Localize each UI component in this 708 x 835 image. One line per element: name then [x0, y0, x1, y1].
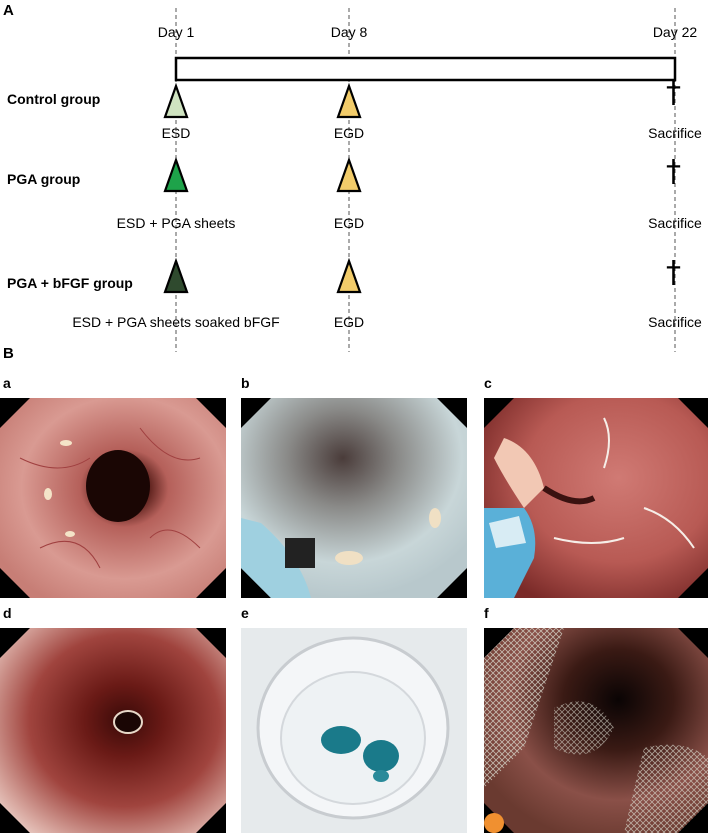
control-group-label: Control group [7, 91, 101, 107]
control-egd-marker-icon [336, 82, 362, 119]
pga-bfgf-sacrifice-label: Sacrifice [648, 314, 702, 330]
control-esd-label: ESD [161, 125, 191, 141]
endoscopy-image-f [484, 628, 708, 833]
panel-b-letter: B [3, 345, 14, 362]
endoscopy-image-c [484, 398, 708, 598]
endoscopy-image-b [241, 398, 467, 598]
pga-bfgf-sacrifice-dagger-icon: † [666, 255, 681, 290]
control-esd-marker-icon [163, 82, 189, 119]
pga-group-label: PGA group [7, 171, 81, 187]
pga-egd-marker-icon [336, 156, 362, 193]
pga-esd-label: ESD + PGA sheets [116, 215, 236, 231]
timeline-bar [174, 56, 677, 82]
image-f-letter: f [484, 605, 489, 621]
image-d-letter: d [3, 605, 12, 621]
image-b-letter: b [241, 375, 250, 391]
pga-esd-marker-icon [163, 156, 189, 193]
timeline-diagram [163, 8, 677, 352]
control-sacrifice-label: Sacrifice [648, 125, 702, 141]
pga-bfgf-esd-label: ESD + PGA sheets soaked bFGF [72, 314, 280, 330]
image-a-letter: a [3, 375, 11, 391]
pga-sheets-cup-image-e [241, 628, 467, 833]
control-sacrifice-dagger-icon: † [666, 75, 681, 110]
pga-bfgf-esd-marker-icon [163, 257, 189, 294]
image-e-letter: e [241, 605, 249, 621]
panel-a-letter: A [3, 2, 14, 19]
pga-bfgf-egd-marker-icon [336, 257, 362, 294]
pga-sacrifice-dagger-icon: † [666, 154, 681, 189]
endoscopy-image-d [0, 628, 226, 833]
pga-bfgf-egd-label: EGD [333, 314, 365, 330]
image-c-letter: c [484, 375, 492, 391]
pga-sacrifice-label: Sacrifice [648, 215, 702, 231]
control-egd-label: EGD [333, 125, 365, 141]
endoscopy-image-a [0, 398, 226, 598]
pga-bfgf-group-label: PGA + bFGF group [7, 275, 133, 291]
pga-egd-label: EGD [333, 215, 365, 231]
